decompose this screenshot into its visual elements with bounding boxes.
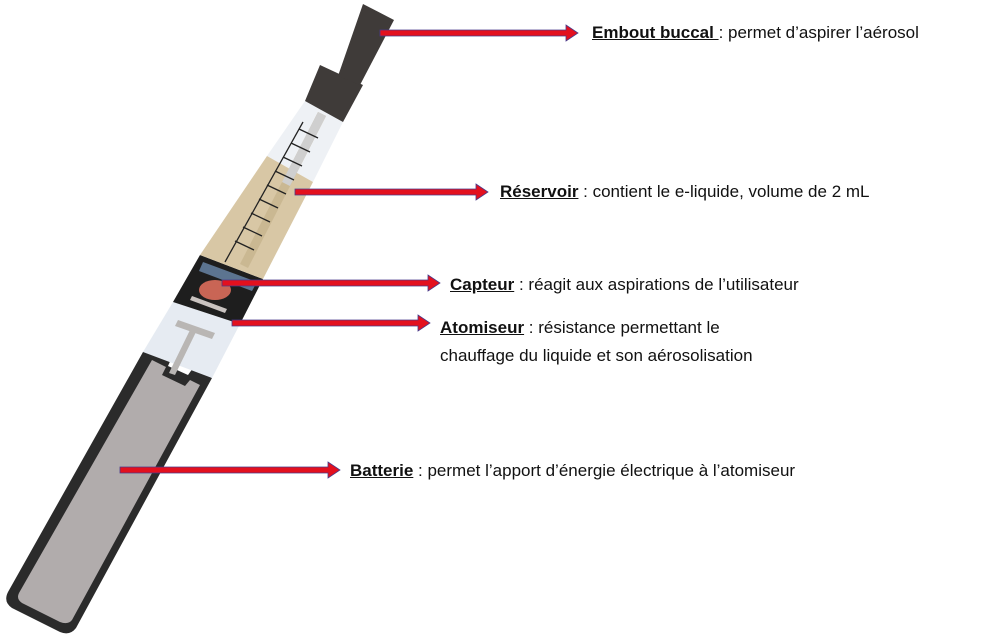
description-batterie: : permet l’apport d’énergie électrique à…	[413, 461, 796, 480]
label-atomiseur: Atomiseur : résistance permettant le chau…	[440, 314, 753, 370]
description-reservoir: : contient le e-liquide, volume de 2 mL	[578, 182, 870, 201]
term-reservoir: Réservoir	[500, 182, 579, 201]
arrow-capteur	[221, 274, 441, 292]
term-capteur: Capteur	[450, 275, 515, 294]
reservoir-shape	[200, 101, 343, 279]
label-capteur: Capteur : réagit aux aspirations de l’ut…	[450, 271, 799, 299]
description-atomiseur: : résistance permettant le	[524, 318, 720, 337]
description-capteur: : réagit aux aspirations de l’utilisateu…	[514, 275, 799, 294]
label-batterie: Batterie : permet l’apport d’énergie éle…	[350, 457, 795, 485]
mouthpiece-shape	[338, 4, 394, 85]
label-reservoir: Réservoir : contient le e-liquide, volum…	[500, 178, 870, 206]
term-embout-buccal: Embout buccal	[592, 23, 719, 42]
arrow-atomiseur	[231, 314, 431, 332]
description-embout-buccal: : permet d’aspirer l’aérosol	[718, 23, 919, 42]
arrows	[119, 24, 579, 479]
sensor-block	[173, 255, 263, 324]
arrow-embout	[379, 24, 579, 42]
arrow-reservoir	[294, 183, 489, 201]
battery-shape	[6, 346, 213, 634]
label-embout-buccal: Embout buccal : permet d’aspirer l’aéros…	[592, 19, 919, 47]
arrow-batterie	[119, 461, 341, 479]
connector-section	[143, 302, 240, 378]
description-atomiseur-line2: chauffage du liquide et son aérosolisati…	[440, 346, 753, 365]
term-batterie: Batterie	[350, 461, 414, 480]
term-atomiseur: Atomiseur	[440, 318, 525, 337]
